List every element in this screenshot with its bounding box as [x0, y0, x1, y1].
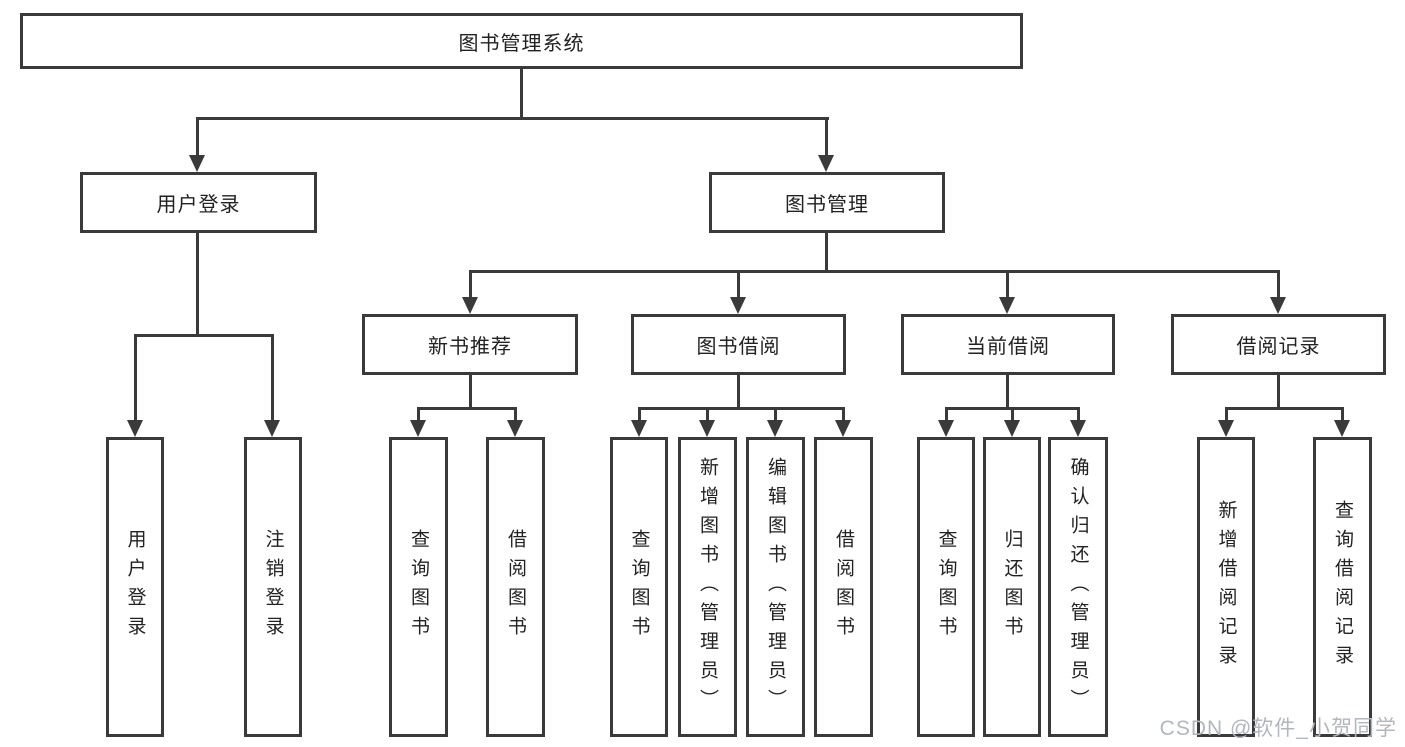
connector-current-stem — [1006, 375, 1009, 409]
connector-records-stem — [1277, 375, 1280, 409]
node-user-login: 用户登录 — [80, 172, 317, 233]
node-borrow-records: 借阅记录 — [1171, 314, 1386, 375]
connector-leaf-stub — [1011, 407, 1014, 422]
leaf-borrow-books: 借阅图书 — [486, 437, 545, 737]
connector-borrowing-stem — [737, 375, 740, 409]
arrow-down-icon — [127, 420, 143, 437]
leaf-logout: 注销登录 — [244, 437, 302, 737]
node-book-borrowing: 图书借阅 — [631, 314, 846, 375]
arrow-down-icon — [189, 155, 205, 172]
arrow-down-icon — [999, 297, 1015, 314]
connector-borrowing-rail — [638, 407, 845, 410]
arrow-down-icon — [1334, 420, 1350, 437]
connector-leaf-stub — [514, 407, 517, 422]
arrow-down-icon — [1270, 297, 1286, 314]
connector-book-mgmt-stem — [825, 233, 828, 272]
arrow-down-icon — [264, 420, 280, 437]
arrow-down-icon — [730, 297, 746, 314]
leaf-add-books-admin: 新增图书（管理员） — [678, 437, 737, 737]
leaf-query-books: 查询图书 — [917, 437, 975, 737]
arrow-down-icon — [1218, 420, 1234, 437]
arrow-down-icon — [1004, 420, 1020, 437]
connector-leaf-stub — [945, 407, 948, 422]
connector-leaf-stub — [842, 407, 845, 422]
connector-new-books-rail — [417, 407, 517, 410]
connector-level2-rail — [196, 117, 829, 120]
arrow-down-icon — [938, 420, 954, 437]
connector-new-books-stem — [469, 375, 472, 409]
connector-records-rail — [1225, 407, 1343, 410]
arrow-down-icon — [699, 420, 715, 437]
connector-to-leaf-login — [134, 334, 137, 422]
connector-to-records — [1277, 270, 1280, 299]
connector-leaf-stub — [417, 407, 420, 422]
arrow-down-icon — [1070, 420, 1086, 437]
node-book-mgmt: 图书管理 — [709, 172, 945, 233]
leaf-query-borrow-record: 查询借阅记录 — [1313, 437, 1372, 737]
leaf-borrow-books: 借阅图书 — [814, 437, 873, 737]
connector-leaf-stub — [638, 407, 641, 422]
connector-to-book-mgmt — [825, 117, 828, 158]
arrow-down-icon — [462, 297, 478, 314]
node-current-borrowing: 当前借阅 — [901, 314, 1115, 375]
leaf-add-borrow-record: 新增借阅记录 — [1197, 437, 1255, 737]
node-new-books: 新书推荐 — [362, 314, 578, 375]
connector-leaf-stub — [1341, 407, 1344, 422]
arrow-down-icon — [818, 155, 834, 172]
leaf-edit-books-admin: 编辑图书（管理员） — [746, 437, 805, 737]
connector-to-leaf-logout — [271, 334, 274, 422]
arrow-down-icon — [507, 420, 523, 437]
connector-user-login-stem — [196, 233, 199, 336]
arrow-down-icon — [835, 420, 851, 437]
connector-root-stem — [520, 69, 523, 119]
arrow-down-icon — [767, 420, 783, 437]
node-root: 图书管理系统 — [20, 13, 1023, 69]
connector-leaf-stub — [1225, 407, 1228, 422]
leaf-return-books: 归还图书 — [983, 437, 1041, 737]
connector-to-user-login — [196, 117, 199, 158]
connector-leaf-stub — [706, 407, 709, 422]
leaf-user-login: 用户登录 — [106, 437, 164, 737]
watermark-text: CSDN @软件_小贺同学 — [1159, 717, 1397, 740]
connector-to-new-books — [469, 270, 472, 299]
arrow-down-icon — [631, 420, 647, 437]
leaf-query-books: 查询图书 — [610, 437, 668, 737]
connector-user-login-rail — [134, 334, 274, 337]
connector-level3-rail — [469, 270, 1280, 273]
connector-leaf-stub — [1077, 407, 1080, 422]
leaf-confirm-return-admin: 确认归还（管理员） — [1048, 437, 1108, 737]
connector-to-borrowing — [737, 270, 740, 299]
connector-leaf-stub — [774, 407, 777, 422]
arrow-down-icon — [410, 420, 426, 437]
connector-to-current — [1006, 270, 1009, 299]
leaf-query-books: 查询图书 — [389, 437, 448, 737]
